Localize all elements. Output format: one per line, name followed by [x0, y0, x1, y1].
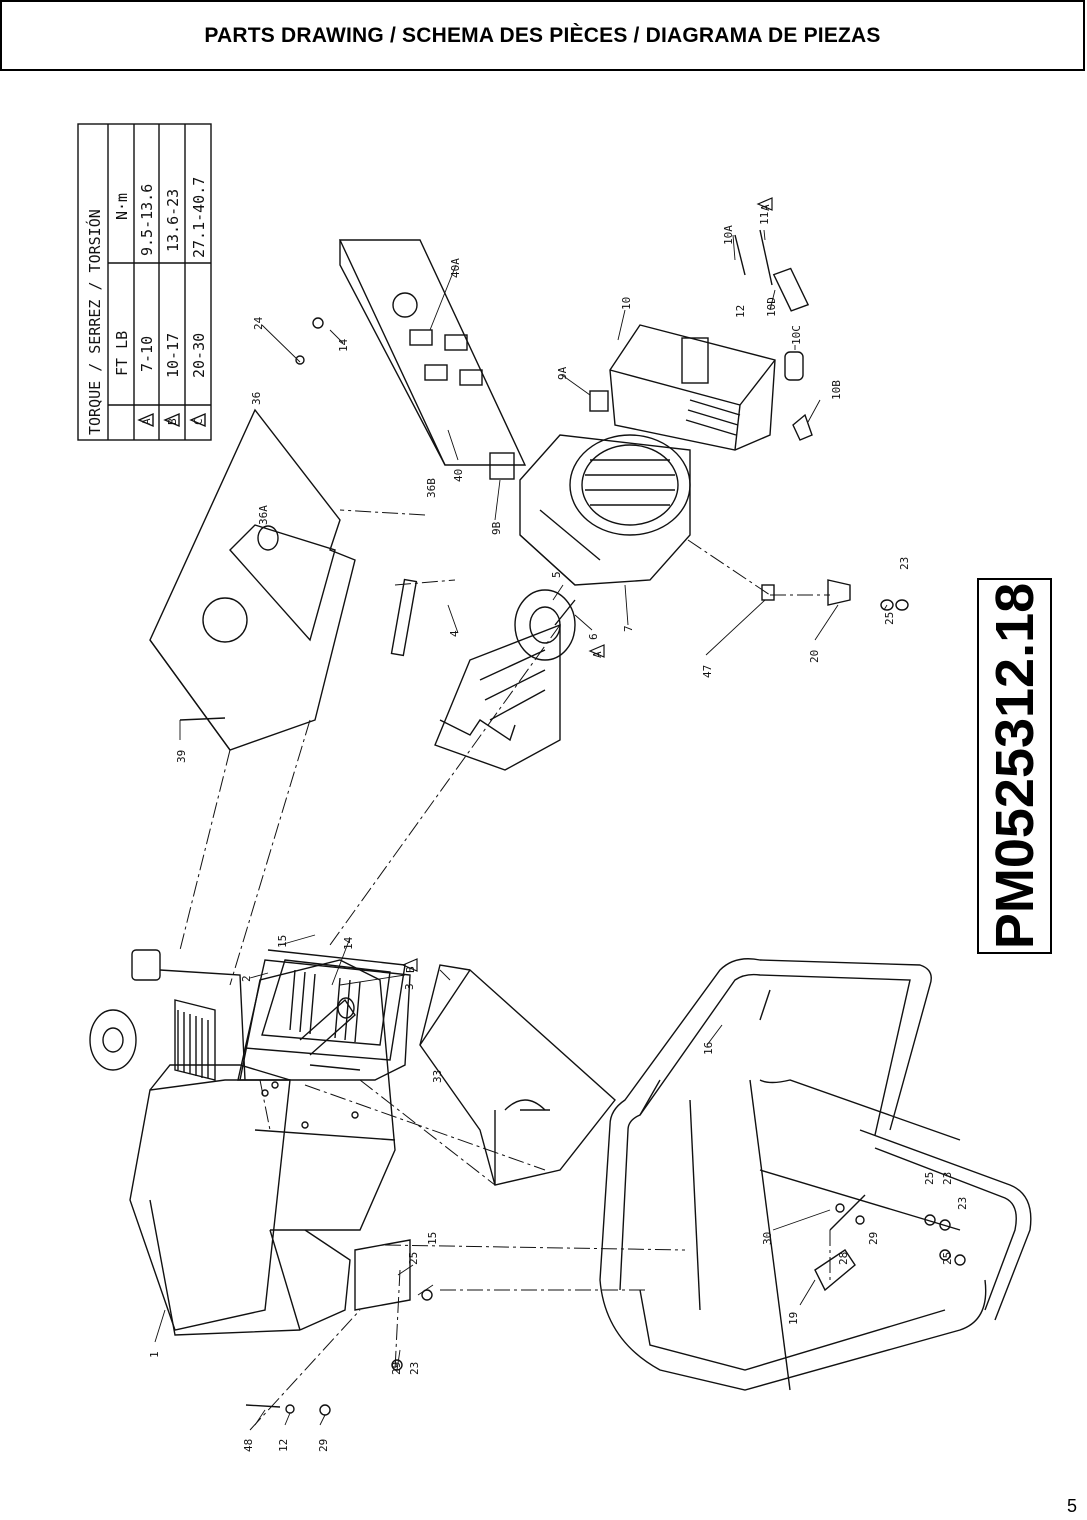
part-label-12a: 12 — [734, 305, 747, 318]
part-label-10c: 10C — [790, 325, 803, 345]
warning-triangle-icon — [588, 644, 605, 658]
part-label-1: 1 — [148, 1351, 161, 1358]
part-label-29b: 29 — [867, 1232, 880, 1245]
symbol-b-label: A — [591, 651, 604, 658]
warning-triangle-icon — [401, 958, 418, 972]
part-label-15b: 15 — [426, 1232, 439, 1245]
torque-row-b-symbol: B — [166, 418, 179, 425]
engine-assembly — [89, 949, 411, 1336]
frame — [599, 958, 1032, 1391]
part-label-11: 11 — [758, 212, 771, 225]
torque-row-b-nm: 13.6-23 — [164, 189, 182, 252]
warning-triangle-c-icon — [189, 412, 206, 428]
header-box: PARTS DRAWING / SCHEMA DES PIÈCES / DIAG… — [0, 0, 1085, 71]
part-label-10a: 10A — [722, 225, 735, 245]
warning-triangle-a-icon — [137, 412, 154, 428]
torque-col-nm: N·m — [113, 193, 131, 220]
part-label-15a: 15 — [276, 935, 289, 948]
part-label-10: 10 — [620, 297, 633, 310]
warning-triangle-b-icon — [163, 412, 180, 428]
capacitor — [784, 351, 804, 381]
page-number: 5 — [1067, 1496, 1078, 1516]
part-label-6: 6 — [587, 633, 600, 640]
connector-9a — [589, 390, 609, 412]
part-10b — [792, 413, 813, 441]
through-bolt — [390, 578, 418, 657]
torque-row-a-ftlb: 7-10 — [138, 336, 156, 372]
part-label-36a: 36A — [257, 505, 270, 525]
part-label-23c: 23 — [941, 1172, 954, 1185]
symbol-c-label: B — [404, 966, 417, 973]
part-label-23a: 23 — [898, 557, 911, 570]
receptacle-panel — [338, 239, 527, 466]
part-19 — [814, 1249, 856, 1292]
parts-drawing: 1 2 3 4 5 6 7 9A 9B 10 10A 10B 10C 10D 1… — [77, 123, 1032, 1452]
torque-row-a-nm: 9.5-13.6 — [138, 184, 156, 256]
part-label-20: 20 — [808, 650, 821, 663]
torque-row-a-symbol: A — [140, 418, 153, 425]
part-47 — [761, 584, 775, 601]
part-label-47: 47 — [701, 665, 714, 678]
rotor — [434, 589, 576, 771]
part-label-39: 39 — [175, 750, 188, 763]
model-number-box: PM0525312.18 — [977, 578, 1052, 954]
part-label-29c: 29 — [317, 1439, 330, 1452]
part-label-7: 7 — [622, 625, 635, 632]
fan-housing — [237, 949, 411, 1081]
part-label-33: 33 — [431, 1070, 444, 1083]
part-label-14a: 14 — [337, 338, 350, 352]
generator-shroud — [419, 964, 616, 1186]
part-label-25c: 25 — [923, 1172, 936, 1185]
fuel-tank — [149, 408, 356, 751]
part-label-12b: 12 — [277, 1439, 290, 1452]
label-10d — [772, 267, 810, 312]
part-label-2: 2 — [240, 975, 253, 982]
part-label-36b: 36B — [425, 478, 438, 498]
warning-triangle-icon — [756, 197, 773, 211]
torque-row-c-nm: 27.1-40.7 — [190, 177, 208, 258]
part-label-10b: 10B — [830, 380, 843, 400]
part-label-36: 36 — [250, 392, 263, 405]
torque-row-c-ftlb: 20-30 — [190, 333, 208, 378]
page-title: PARTS DRAWING / SCHEMA DES PIÈCES / DIAG… — [204, 23, 881, 47]
part-label-25a: 25 — [883, 612, 896, 625]
part-label-4: 4 — [448, 630, 461, 637]
symbol-a-label: A — [759, 204, 772, 211]
part-label-25b: 25 — [407, 1252, 420, 1265]
connector-9b — [489, 452, 515, 480]
part-label-25d: 25 — [941, 1252, 954, 1265]
part-label-23b: 23 — [408, 1362, 421, 1375]
part-label-3: 3 — [403, 983, 416, 990]
part-label-30: 30 — [761, 1232, 774, 1245]
part-label-9b: 9B — [490, 521, 503, 535]
part-label-14b: 14 — [342, 936, 355, 950]
part-label-24: 24 — [252, 316, 265, 330]
torque-table-title: TORQUE / SERREZ / TORSIÓN — [85, 209, 104, 435]
part-label-29a: 29 — [390, 1362, 403, 1375]
torque-table — [77, 123, 212, 441]
part-label-19: 19 — [787, 1312, 800, 1325]
torque-row-c-symbol: C — [192, 418, 205, 425]
part-label-40a: 40A — [449, 258, 462, 278]
part-label-9a: 9A — [556, 366, 569, 380]
part-label-16: 16 — [702, 1042, 715, 1055]
stator — [519, 434, 691, 586]
part-label-48: 48 — [242, 1439, 255, 1452]
part-label-10d: 10D — [765, 297, 778, 317]
part-label-23d: 23 — [956, 1197, 969, 1210]
part-label-40: 40 — [452, 469, 465, 482]
control-box — [609, 324, 776, 451]
torque-col-ftlb: FT LB — [113, 331, 131, 376]
torque-row-b-ftlb: 10-17 — [164, 333, 182, 378]
part-label-5: 5 — [550, 571, 563, 578]
part-label-28: 28 — [837, 1252, 850, 1265]
part-20 — [827, 579, 851, 606]
model-number: PM0525312.18 — [984, 582, 1045, 950]
